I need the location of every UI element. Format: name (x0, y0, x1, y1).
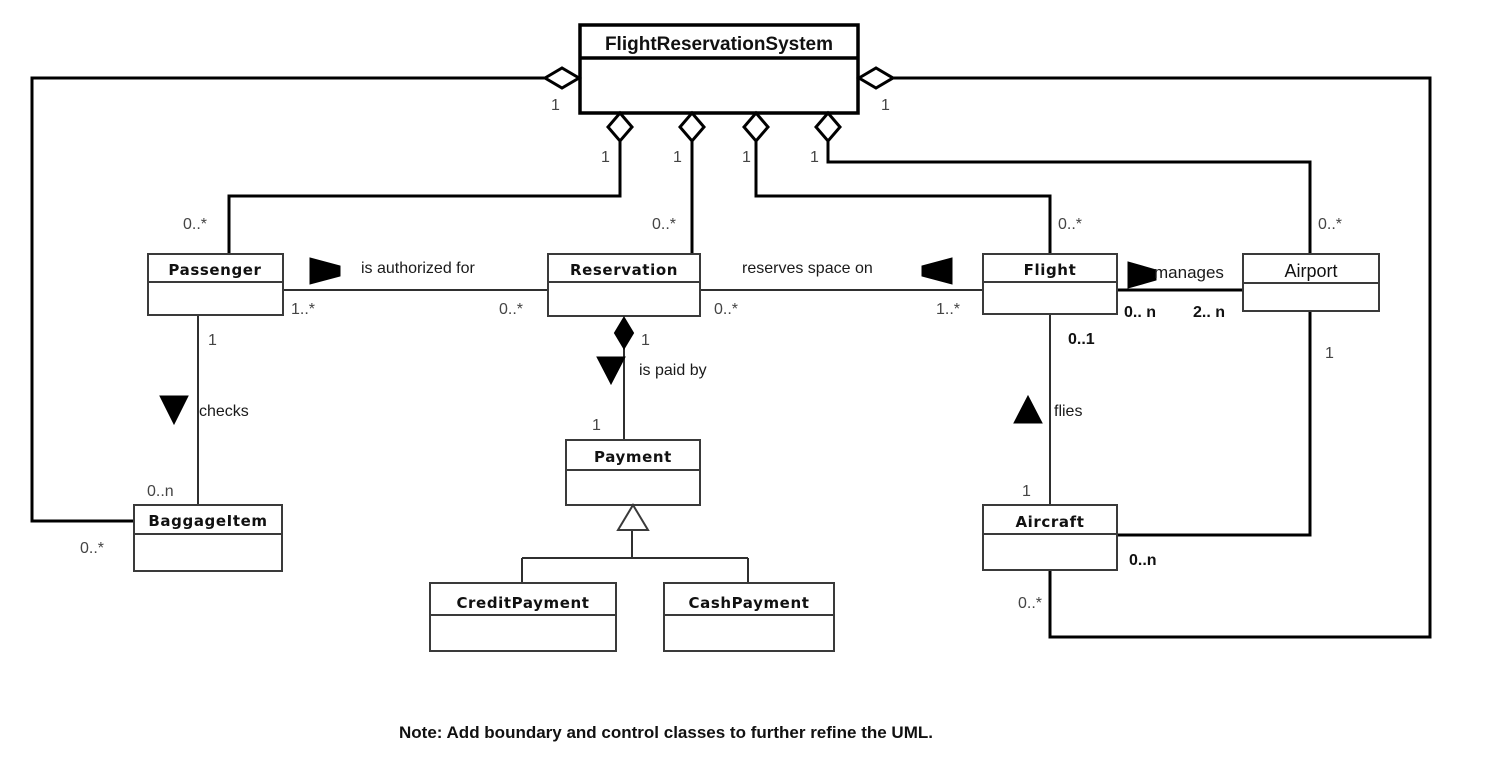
reservation-box (547, 253, 701, 317)
creditpayment-box (429, 582, 617, 652)
label-checks: checks (199, 403, 249, 420)
payment-box (565, 439, 701, 506)
mult-system-d3: 1 (742, 149, 751, 166)
aggregation-diamond-flight (742, 110, 770, 144)
passenger-name: Passenger (168, 261, 261, 279)
link-system-to-baggageitem (30, 76, 545, 523)
mult-airport-manages: 2.. n (1193, 304, 1225, 321)
mult-passenger-checks: 1 (208, 332, 217, 349)
mult-reservation-reserves: 0..* (714, 301, 738, 318)
link-system-to-flight (754, 140, 1052, 254)
mult-aircraft-airport: 0..n (1129, 552, 1157, 569)
class-box-baggageitem[interactable]: BaggageItem (133, 504, 283, 572)
direction-arrow-is-authorized-for (309, 257, 341, 285)
baggageitem-box (133, 504, 283, 572)
aggregation-diamond-left (542, 66, 582, 90)
aggregation-diamond-right (856, 66, 896, 90)
label-reserves-space-on: reserves space on (742, 260, 873, 277)
mult-airport-aircraft: 1 (1325, 345, 1334, 362)
mult-system-left: 1 (551, 97, 560, 114)
direction-arrow-reserves-space-on (921, 257, 953, 285)
composition-diamond-reservation-payment (613, 316, 635, 350)
link-system-to-aircraft-bottom (893, 76, 1432, 639)
cashpayment-name: CashPayment (688, 594, 809, 612)
class-box-creditpayment[interactable]: CreditPayment (429, 582, 617, 652)
mult-reservation-top: 0..* (652, 216, 676, 233)
aggregation-diamond-passenger (606, 110, 634, 144)
label-flies: flies (1054, 403, 1082, 420)
link-system-to-airport (826, 140, 1312, 254)
label-manages: manages (1154, 263, 1224, 282)
mult-payment-paid: 1 (592, 417, 601, 434)
direction-arrow-checks (159, 395, 189, 426)
flightreservationsystem-box (578, 23, 860, 115)
class-box-flightreservationsystem[interactable]: FlightReservationSystem (578, 23, 860, 115)
mult-system-d2: 1 (673, 149, 682, 166)
generalization-arrow-payment (616, 503, 650, 531)
direction-arrow-manages (1127, 261, 1157, 289)
label-is-paid-by: is paid by (639, 362, 707, 379)
class-box-passenger[interactable]: Passenger (147, 253, 284, 316)
reservation-name: Reservation (570, 261, 678, 279)
aggregation-diamond-airport (814, 110, 842, 144)
mult-reservation-paid: 1 (641, 332, 650, 349)
diagram-note: Note: Add boundary and control classes t… (399, 723, 933, 742)
mult-reservation-authorized: 0..* (499, 301, 523, 318)
baggageitem-name: BaggageItem (148, 512, 267, 530)
direction-arrow-flies (1013, 394, 1043, 424)
class-box-payment[interactable]: Payment (565, 439, 701, 506)
class-box-aircraft[interactable]: Aircraft (982, 504, 1118, 571)
mult-system-d4: 1 (810, 149, 819, 166)
flight-name: Flight (1024, 261, 1077, 279)
mult-baggage-left: 0..* (80, 540, 104, 557)
class-box-cashpayment[interactable]: CashPayment (663, 582, 835, 652)
payment-name: Payment (594, 448, 672, 466)
mult-flight-top: 0..* (1058, 216, 1082, 233)
class-box-reservation[interactable]: Reservation (547, 253, 701, 317)
mult-flight-reserves: 1..* (936, 301, 960, 318)
direction-arrow-is-paid-by (596, 356, 626, 386)
link-system-to-passenger (227, 140, 622, 254)
aircraft-box (982, 504, 1118, 571)
airport-name: Airport (1284, 261, 1337, 281)
class-box-airport[interactable]: Airport (1242, 253, 1380, 312)
mult-system-d1: 1 (601, 149, 610, 166)
label-is-authorized-for: is authorized for (361, 260, 476, 277)
flight-box (982, 253, 1118, 315)
mult-system-right: 1 (881, 97, 890, 114)
mult-aircraft-bottom: 0..* (1018, 595, 1042, 612)
mult-flight-manages: 0.. n (1124, 304, 1156, 321)
mult-baggage-checks: 0..n (147, 483, 174, 500)
aggregation-diamond-reservation (678, 110, 706, 144)
passenger-box (147, 253, 284, 316)
mult-aircraft-flies: 1 (1022, 483, 1031, 500)
mult-passenger-authorized: 1..* (291, 301, 315, 318)
cashpayment-box (663, 582, 835, 652)
aircraft-name: Aircraft (1015, 513, 1084, 531)
link-airport-aircraft (1117, 311, 1312, 537)
mult-airport-top: 0..* (1318, 216, 1342, 233)
class-box-flight[interactable]: Flight (982, 253, 1118, 315)
flightreservationsystem-name: FlightReservationSystem (605, 34, 833, 55)
mult-passenger-top: 0..* (183, 216, 207, 233)
creditpayment-name: CreditPayment (456, 594, 589, 612)
mult-flight-flies: 0..1 (1068, 331, 1095, 348)
